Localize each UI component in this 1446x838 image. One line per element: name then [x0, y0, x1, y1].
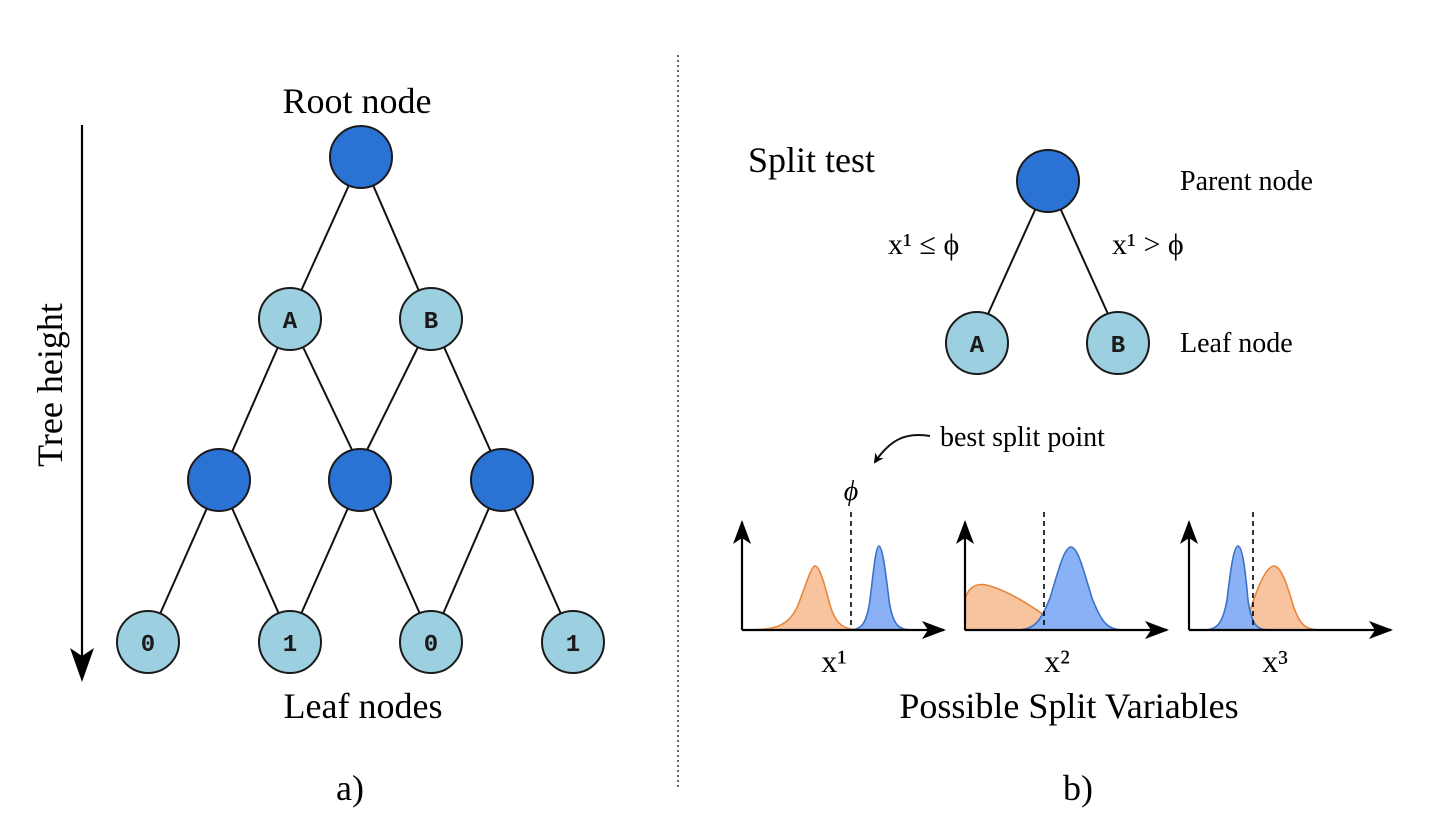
- split-variables-title: Possible Split Variables: [899, 686, 1238, 726]
- tree-edges: [159, 184, 562, 615]
- best-split-arrow: [873, 434, 931, 464]
- blue-distribution-2: [1014, 546, 1126, 631]
- leaf-node-4-label: 1: [566, 632, 580, 659]
- variable-label-1: x¹: [821, 643, 847, 679]
- internal-node-2: [328, 448, 392, 512]
- leaf-node-3: [399, 610, 463, 674]
- leaf-node-1-label: 0: [141, 632, 155, 659]
- panel-b-caption: b): [1063, 768, 1093, 808]
- parent-node-label: Parent node: [1180, 166, 1313, 197]
- variable-label-3: x³: [1262, 643, 1288, 679]
- blue-distribution-1: [844, 545, 916, 631]
- internal-node-3: [470, 448, 534, 512]
- panel-a-caption: a): [336, 768, 364, 808]
- split-node-b: [1086, 311, 1150, 375]
- node-a-label: A: [283, 309, 298, 336]
- internal-node-1: [187, 448, 251, 512]
- blue-distribution-3: [1199, 545, 1273, 631]
- leaf-nodes-label: Leaf nodes: [284, 686, 443, 726]
- right-split-rule: x¹ > ϕ: [1112, 228, 1184, 261]
- leaf-node-2-label: 1: [283, 632, 297, 659]
- node-a: [258, 287, 322, 351]
- parent-node: [1016, 149, 1080, 213]
- panel-a: Root node Tree height A B: [30, 81, 605, 808]
- split-node-a: [945, 311, 1009, 375]
- best-split-label: best split point: [940, 422, 1105, 453]
- left-split-rule: x¹ ≤ ϕ: [888, 228, 959, 261]
- split-variable-plot-1: x¹: [733, 512, 946, 679]
- split-edge-right: [1060, 209, 1109, 315]
- node-b-label: B: [424, 309, 438, 336]
- leaf-node-label: Leaf node: [1180, 328, 1293, 359]
- leaf-node-3-label: 0: [424, 632, 438, 659]
- phi-label: ϕ: [844, 476, 859, 507]
- split-edge-left: [987, 209, 1036, 315]
- split-variable-plot-2: x²: [956, 512, 1169, 679]
- leaf-node-2: [258, 610, 322, 674]
- variable-label-2: x²: [1044, 643, 1070, 679]
- split-test-title: Split test: [748, 140, 875, 180]
- root-node: [329, 125, 393, 189]
- split-node-a-label: A: [970, 333, 985, 360]
- split-node-b-label: B: [1111, 333, 1125, 360]
- root-node-label: Root node: [283, 81, 432, 121]
- split-variable-plot-3: x³: [1180, 512, 1393, 679]
- tree-height-label: Tree height: [30, 303, 70, 467]
- leaf-node-4: [541, 610, 605, 674]
- node-b: [399, 287, 463, 351]
- tree-height-arrowhead: [70, 648, 94, 682]
- leaf-node-1: [116, 610, 180, 674]
- panel-b: Split test A B Parent node Leaf node x¹ …: [733, 140, 1393, 808]
- orange-distribution-1: [741, 565, 863, 631]
